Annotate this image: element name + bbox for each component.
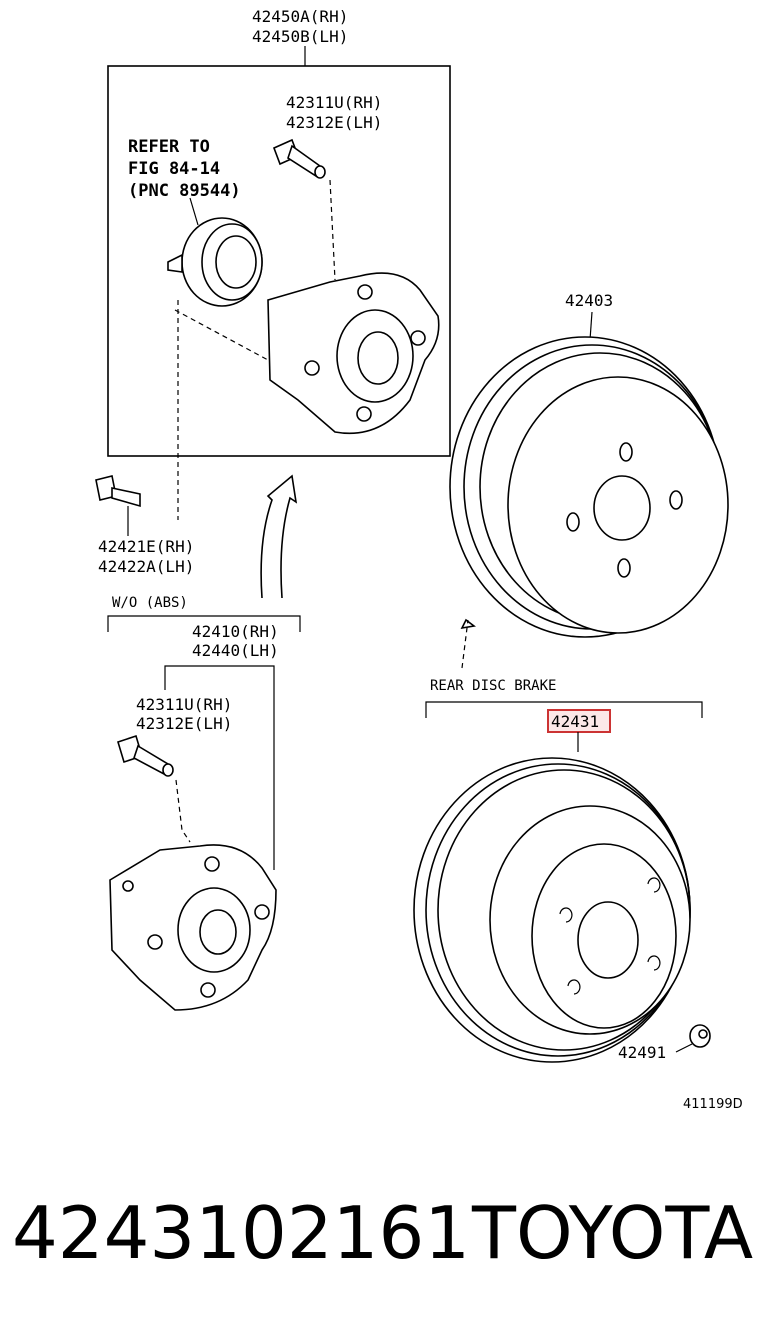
hub-bolt-bottom-icon bbox=[117, 734, 174, 777]
label-hub-bolt-top-lh: 42312E(LH) bbox=[286, 113, 382, 132]
dashed-guide-top-bolt bbox=[329, 179, 336, 281]
leader-plug bbox=[675, 1043, 693, 1053]
label-hub-bolt-top-rh: 42311U(RH) bbox=[286, 93, 382, 112]
arrow-drum-icon bbox=[460, 618, 476, 630]
label-hub-assembly-lh: 42450B(LH) bbox=[252, 27, 348, 46]
bracket-wo-abs bbox=[107, 615, 301, 632]
hub-flange-top-icon bbox=[267, 272, 440, 435]
hub-assembly-box bbox=[107, 65, 451, 457]
label-disc: 42431 bbox=[551, 712, 599, 731]
dashed-guide-drum bbox=[461, 619, 469, 669]
label-refer-line2: FIG 84-14 bbox=[128, 159, 220, 179]
part-number: 4243102161 bbox=[12, 1191, 470, 1275]
leader-refer bbox=[189, 197, 199, 226]
brake-disc-icon bbox=[413, 757, 691, 1063]
label-wo-abs: W/O (ABS) bbox=[112, 595, 188, 611]
label-hub-bolt-side-lh: 42422A(LH) bbox=[98, 557, 194, 576]
label-hub-bolt-bottom-lh: 42312E(LH) bbox=[136, 714, 232, 733]
hub-flange-bottom-icon bbox=[109, 844, 277, 1011]
plug-icon bbox=[689, 1024, 711, 1048]
leader-hub-bearing bbox=[164, 665, 275, 870]
disc-highlight-box bbox=[547, 709, 611, 733]
dashed-guide-bottom-bolt bbox=[175, 779, 191, 843]
dashed-guide-bearing bbox=[174, 309, 269, 361]
label-hub-bearing-lh: 42440(LH) bbox=[192, 641, 279, 660]
label-refer-line3: (PNC 89544) bbox=[128, 181, 241, 201]
figure-id: 411199D bbox=[683, 1097, 743, 1112]
label-rear-disc-brake: REAR DISC BRAKE bbox=[430, 678, 556, 694]
label-hub-bearing-rh: 42410(RH) bbox=[192, 622, 279, 641]
label-brake-drum: 42403 bbox=[565, 291, 613, 310]
label-plug: 42491 bbox=[618, 1043, 666, 1062]
label-hub-bolt-bottom-rh: 42311U(RH) bbox=[136, 695, 232, 714]
brand-name: TOYOTA bbox=[471, 1191, 753, 1275]
label-hub-bolt-side-rh: 42421E(RH) bbox=[98, 537, 194, 556]
label-hub-assembly-rh: 42450A(RH) bbox=[252, 7, 348, 26]
label-refer-line1: REFER TO bbox=[128, 137, 210, 157]
arrow-up-icon bbox=[260, 474, 298, 599]
leader-brake-drum bbox=[589, 311, 593, 341]
bearing-icon bbox=[167, 217, 263, 307]
hub-bolt-side-icon bbox=[95, 475, 141, 508]
bracket-rear-disc-brake bbox=[425, 701, 703, 718]
brake-drum-icon bbox=[449, 336, 729, 638]
hub-bolt-top-icon bbox=[272, 138, 326, 179]
